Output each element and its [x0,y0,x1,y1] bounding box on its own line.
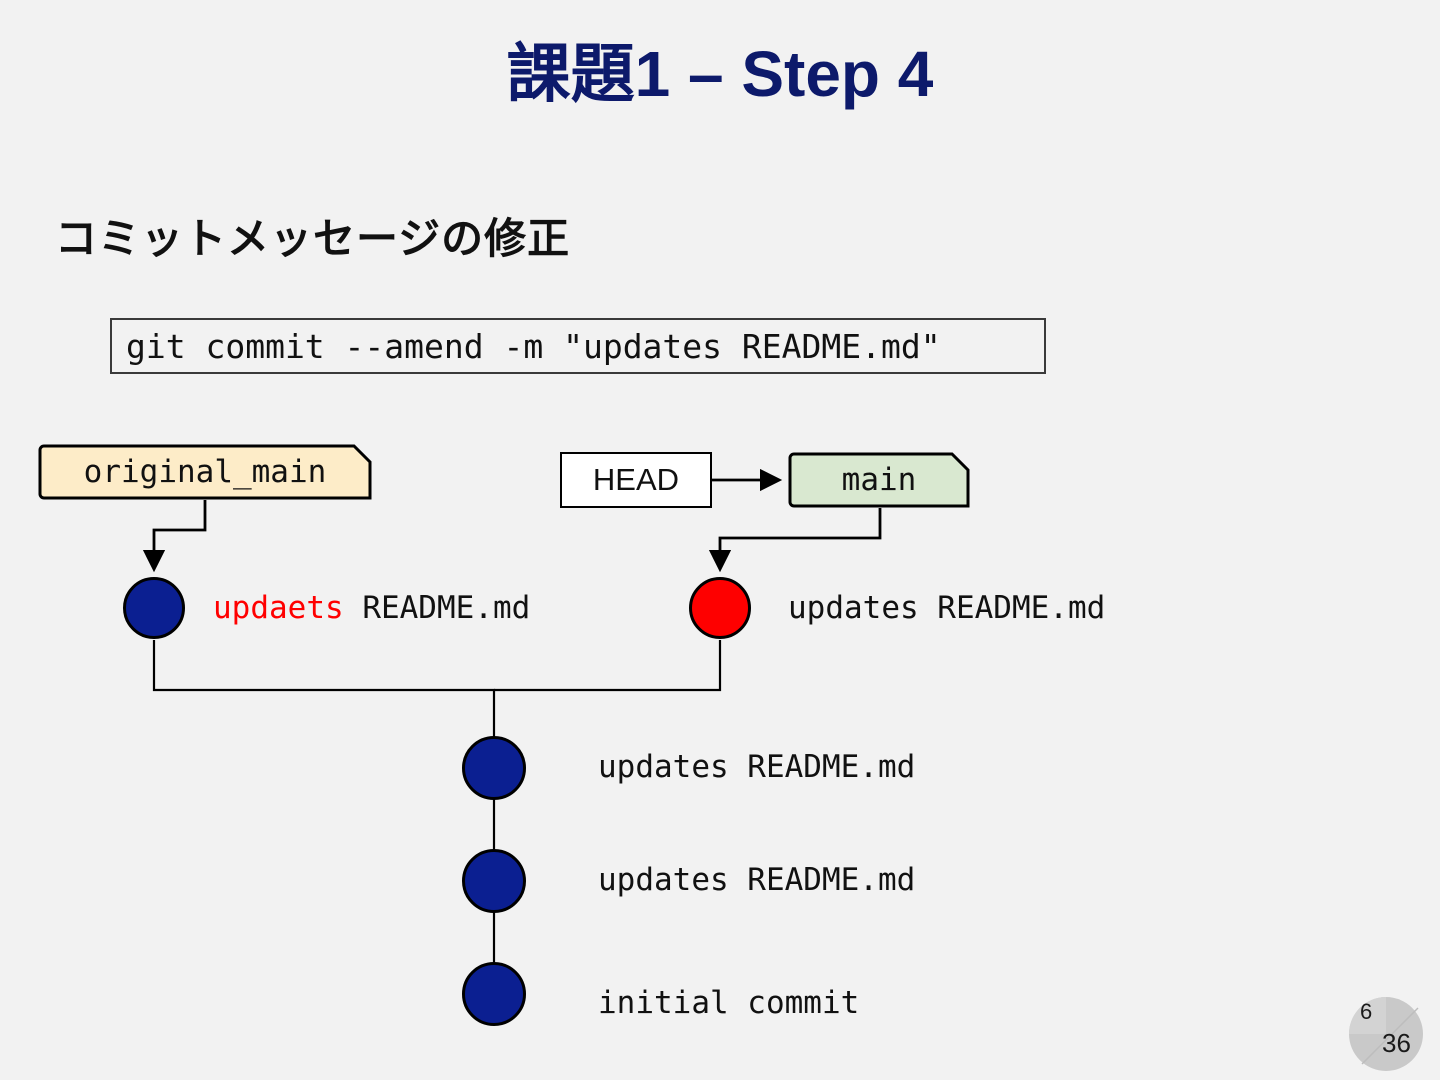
section-subtitle: コミットメッセージの修正 [55,215,571,262]
connector-orphan-to-parent [152,640,496,737]
commit-label-orphan-rest: README.md [343,590,531,626]
page-title: 課題1 – Step 4 [506,38,934,110]
ref-box-head-label: HEAD [592,462,680,497]
commit-label-amended: updates README.md [788,590,1106,626]
command-text: git commit --amend -m "updates README.md… [126,326,941,366]
ref-box-head[interactable]: HEAD [560,452,712,508]
page-number-badge: 6 36 [1348,996,1424,1072]
tag-shape-main [788,452,970,508]
commit-node-first[interactable] [462,962,526,1026]
commit-label-second: updates README.md [598,862,916,898]
commit-label-third: updates README.md [598,749,916,785]
ref-tag-main[interactable]: main [788,452,970,508]
tag-shape-original-main [38,444,372,500]
ref-tag-main-label: main [841,462,917,498]
commit-node-amended[interactable] [689,577,751,639]
commit-label-first: initial commit [598,985,860,1021]
connector-original-main-to-commit [142,500,207,573]
commit-node-second[interactable] [462,849,526,913]
commit-node-orphan[interactable] [123,577,185,639]
commit-label-orphan: updaets README.md [213,593,530,624]
page-badge-shape [1349,997,1423,1071]
page-current-number: 6 [1360,999,1373,1024]
page-total-number: 36 [1382,1028,1411,1058]
commit-label-orphan-typo: updaets [213,590,344,626]
command-box: git commit --amend -m "updates README.md… [110,318,1046,374]
ref-tag-original-main[interactable]: original_main [38,444,372,500]
connector-amended-to-parent [494,640,722,692]
ref-tag-original-main-label: original_main [83,454,327,490]
connector-main-to-commit [708,508,882,573]
commit-node-third[interactable] [462,736,526,800]
